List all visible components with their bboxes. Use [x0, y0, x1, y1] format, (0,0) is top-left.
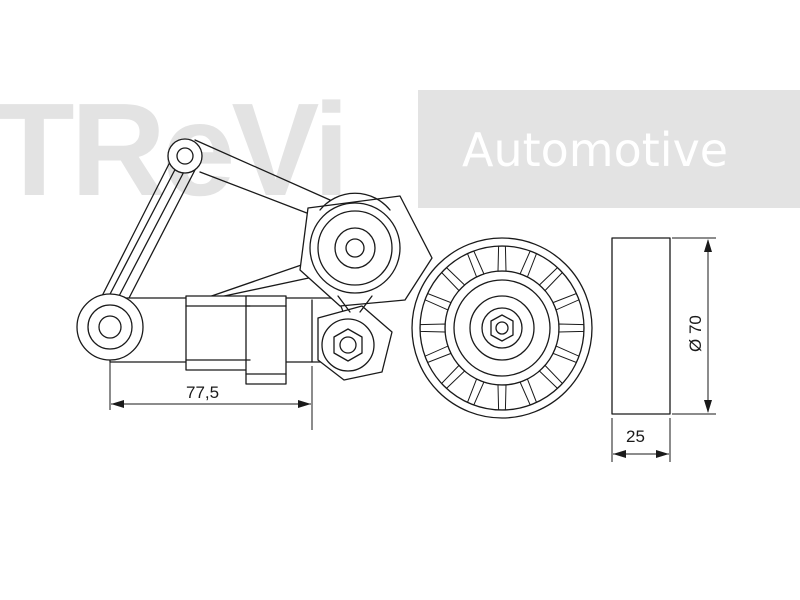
pulley-hex-nut — [490, 314, 514, 342]
idler-pulley-small — [299, 192, 433, 307]
pulley-rib — [538, 266, 564, 292]
tensioner-arm — [99, 138, 331, 301]
dimension-length-label: 77,5 — [186, 383, 219, 402]
pulley-side-view — [611, 237, 671, 415]
pulley-rib — [538, 364, 564, 390]
pulley-rib — [519, 378, 538, 406]
pulley-rib — [552, 345, 580, 364]
pulley-rib — [552, 292, 580, 311]
pulley-ribs — [419, 245, 585, 411]
dimension-length: 77,5 — [109, 362, 313, 430]
pulley-rib — [466, 250, 485, 278]
mount-bracket — [317, 295, 393, 381]
damper-cylinder — [109, 295, 346, 385]
top-pivot-eye — [167, 138, 203, 174]
dimension-width: 25 — [611, 418, 671, 462]
dimension-diameter: Ø 70 — [672, 237, 716, 415]
dimension-width-label: 25 — [626, 427, 645, 446]
pulley-rib — [497, 245, 507, 272]
dimension-diameter-label: Ø 70 — [686, 315, 705, 352]
pulley-rib — [424, 345, 452, 364]
pulley-rib — [466, 378, 485, 406]
pulley-rib — [558, 323, 585, 333]
pulley-rib — [424, 292, 452, 311]
pulley-rib — [519, 250, 538, 278]
hex-bolt — [333, 328, 363, 362]
watermark-tagline: Automotive — [462, 123, 728, 177]
pulley-rib — [440, 364, 466, 390]
pulley-rib — [419, 323, 446, 333]
main-pulley — [411, 237, 593, 419]
left-mount-eye — [76, 293, 144, 361]
watermark: TReVi Automotive — [0, 76, 800, 223]
pulley-rib — [497, 384, 507, 411]
pulley-rib — [440, 266, 466, 292]
watermark-tagline-box — [418, 90, 800, 208]
